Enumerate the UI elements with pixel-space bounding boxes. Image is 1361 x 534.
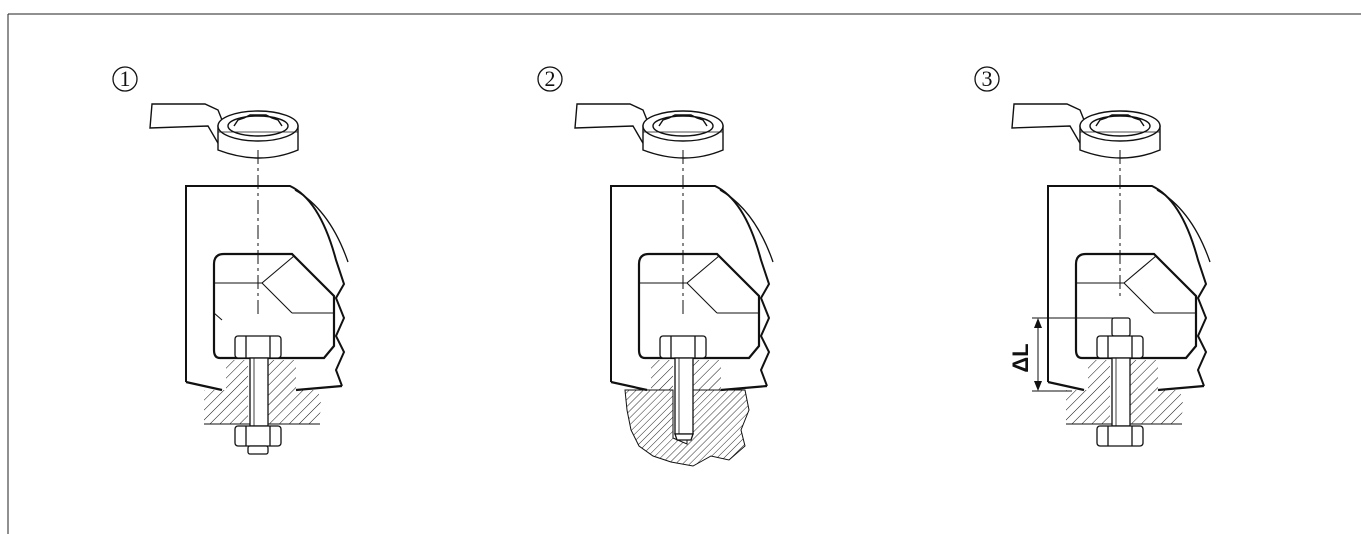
step-number-3: 3	[974, 66, 1000, 92]
svg-text:1: 1	[120, 66, 131, 91]
step-number-1: 1	[112, 66, 138, 92]
panel-3: 3	[974, 66, 1211, 447]
machine-housing	[610, 185, 774, 392]
bolt	[234, 335, 282, 455]
panel-1: 1	[112, 66, 349, 455]
machine-housing	[185, 185, 349, 392]
step-number-2: 2	[537, 66, 563, 92]
machine-housing	[1047, 185, 1211, 392]
ring-wrench	[574, 103, 724, 159]
panel-2: 2	[537, 66, 774, 467]
delta-l-label: ΔL	[1008, 343, 1033, 372]
svg-text:2: 2	[545, 66, 556, 91]
flange-section	[204, 360, 322, 425]
ring-wrench	[1011, 103, 1161, 159]
ring-wrench	[149, 103, 299, 159]
elongation-dimension	[1032, 317, 1118, 392]
svg-text:3: 3	[982, 66, 993, 91]
flange-section	[1066, 360, 1184, 425]
bolt	[1096, 317, 1144, 447]
stud-bolt	[659, 335, 707, 441]
